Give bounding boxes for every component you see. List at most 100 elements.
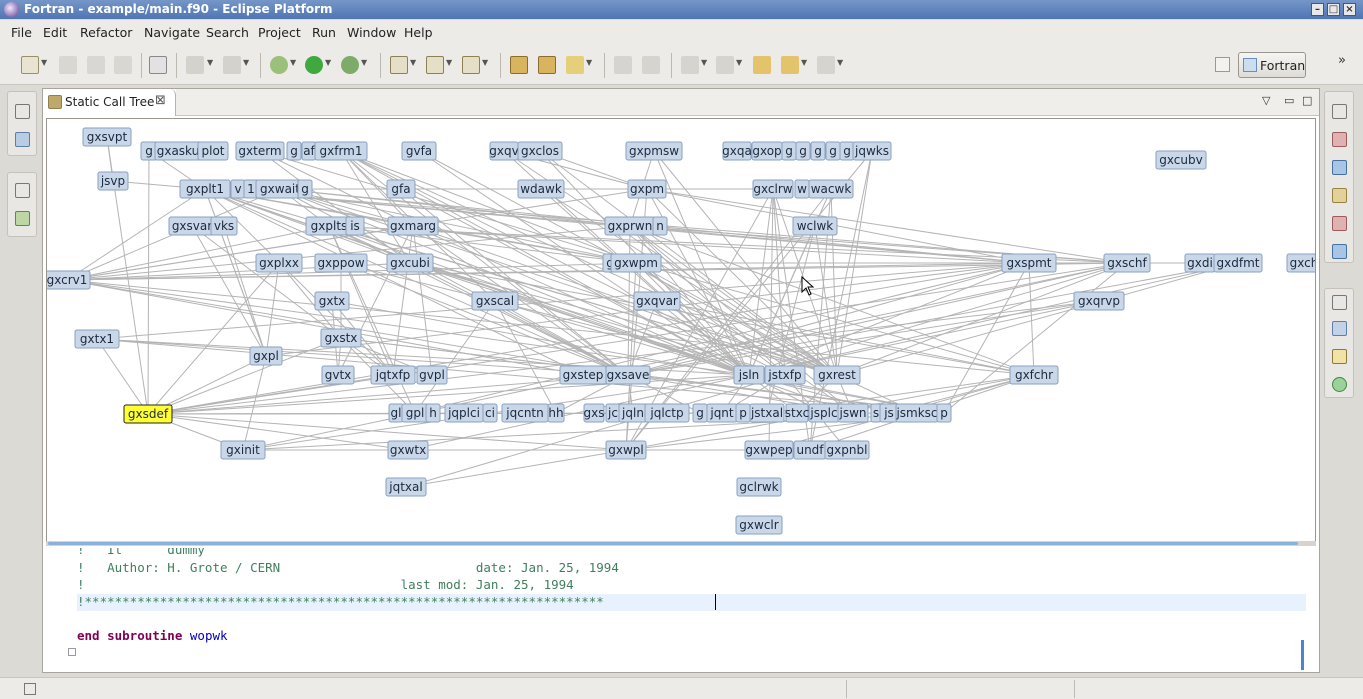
call-node-p[interactable]: p bbox=[936, 403, 952, 423]
fast-view-icon[interactable] bbox=[24, 683, 36, 695]
call-node-gxscal[interactable]: gxscal bbox=[471, 291, 519, 311]
clean-icon[interactable] bbox=[223, 56, 241, 74]
open-perspective-icon[interactable] bbox=[1215, 57, 1230, 72]
new-fortran-project-icon[interactable] bbox=[390, 56, 408, 74]
call-node-gxqrvp[interactable]: gxqrvp bbox=[1073, 291, 1125, 311]
call-node-gxterm[interactable]: gxterm bbox=[235, 141, 285, 161]
minimize-view-icon[interactable]: ▭ bbox=[1284, 94, 1295, 107]
call-node-box[interactable] bbox=[370, 365, 416, 385]
call-node-gxwait[interactable]: gxwait bbox=[255, 179, 305, 199]
call-node-box[interactable] bbox=[314, 253, 368, 273]
call-node-box[interactable] bbox=[401, 141, 437, 161]
code-editor[interactable]: ! It dummy ! Author: H. Grote / CERN dat… bbox=[46, 548, 1306, 670]
call-node-box[interactable] bbox=[320, 328, 362, 348]
call-node-box[interactable] bbox=[314, 141, 368, 161]
call-node-gxppow[interactable]: gxppow bbox=[314, 253, 368, 273]
call-node-gxpm[interactable]: gxpm bbox=[627, 179, 667, 199]
call-node-gxclrw[interactable]: gxclrw bbox=[752, 179, 794, 199]
call-node-box[interactable] bbox=[286, 141, 302, 161]
forward-arrow-icon[interactable] bbox=[817, 56, 835, 74]
call-node-gxclos[interactable]: gxclos bbox=[517, 141, 563, 161]
call-node-jqtxal[interactable]: jqtxal bbox=[385, 477, 427, 497]
call-node-box[interactable] bbox=[1155, 150, 1207, 170]
call-node-box[interactable] bbox=[387, 440, 429, 460]
call-node-box[interactable] bbox=[792, 216, 838, 236]
restore-icon[interactable] bbox=[1332, 104, 1347, 119]
call-node-gxcubi[interactable]: gxcubi bbox=[386, 253, 434, 273]
overview-ruler-mark[interactable] bbox=[1301, 640, 1304, 670]
menu-window[interactable]: Window bbox=[347, 25, 397, 40]
call-node-box[interactable] bbox=[1103, 253, 1151, 273]
call-node-box[interactable] bbox=[416, 365, 448, 385]
call-node-box[interactable] bbox=[610, 253, 662, 273]
call-node-gxplxx[interactable]: gxplxx bbox=[255, 253, 303, 273]
problems-icon[interactable] bbox=[1332, 132, 1347, 147]
call-node-box[interactable] bbox=[852, 141, 892, 161]
call-node-box[interactable] bbox=[764, 365, 806, 385]
call-node-gvfa[interactable]: gvfa bbox=[401, 141, 437, 161]
call-node-box[interactable] bbox=[1009, 365, 1059, 385]
chevron-down-icon[interactable]: ▼ bbox=[41, 58, 48, 67]
call-node-jswn[interactable]: jswn bbox=[837, 403, 869, 423]
call-node-g[interactable]: g bbox=[297, 179, 313, 199]
restore-icon[interactable] bbox=[1332, 295, 1347, 310]
chevron-down-icon[interactable]: ▼ bbox=[290, 58, 297, 67]
call-node-jqln[interactable]: jqln bbox=[618, 403, 648, 423]
call-node-box[interactable] bbox=[387, 216, 439, 236]
chevron-down-icon[interactable]: ▼ bbox=[482, 58, 489, 67]
print-icon[interactable] bbox=[114, 56, 132, 74]
call-node-gxinit[interactable]: gxinit bbox=[220, 440, 266, 460]
binary-icon[interactable] bbox=[149, 56, 167, 74]
call-node-box[interactable] bbox=[583, 403, 605, 423]
call-node-box[interactable] bbox=[627, 179, 667, 199]
call-node-box[interactable] bbox=[752, 179, 794, 199]
call-node-gxmarg[interactable]: gxmarg bbox=[387, 216, 439, 236]
close-icon[interactable]: ⊠ bbox=[155, 93, 166, 108]
static-call-tree-icon[interactable] bbox=[1332, 349, 1347, 364]
call-node-n[interactable]: n bbox=[652, 216, 668, 236]
call-node-jqcntn[interactable]: jqcntn bbox=[501, 403, 549, 423]
call-node-box[interactable] bbox=[425, 403, 441, 423]
call-node-box[interactable] bbox=[722, 141, 752, 161]
call-node-box[interactable] bbox=[235, 141, 285, 161]
call-node-gxtx[interactable]: gxtx bbox=[314, 291, 350, 311]
call-node-box[interactable] bbox=[82, 127, 132, 147]
call-node-gxprwn[interactable]: gxprwn bbox=[604, 216, 656, 236]
call-node-jqtxfp[interactable]: jqtxfp bbox=[370, 365, 416, 385]
call-node-jqlctp[interactable]: jqlctp bbox=[644, 403, 690, 423]
toolbar-overflow-chevron-icon[interactable]: » bbox=[1338, 53, 1346, 68]
next-annotation-icon[interactable] bbox=[681, 56, 699, 74]
call-node-box[interactable] bbox=[744, 440, 794, 460]
call-node-box[interactable] bbox=[1073, 291, 1125, 311]
call-node-box[interactable] bbox=[482, 403, 498, 423]
call-node-g[interactable]: g bbox=[286, 141, 302, 161]
call-node-is[interactable]: is bbox=[345, 216, 365, 236]
call-node-gxpnbl[interactable]: gxpnbl bbox=[824, 440, 870, 460]
call-node-box[interactable] bbox=[517, 141, 563, 161]
scrollbar-thumb[interactable] bbox=[48, 542, 1298, 545]
call-node-box[interactable] bbox=[733, 365, 765, 385]
call-node-gxcubv[interactable]: gxcubv bbox=[1155, 150, 1207, 170]
menu-refactor[interactable]: Refactor bbox=[80, 25, 133, 40]
build-hammer-icon[interactable] bbox=[186, 56, 204, 74]
call-node-box[interactable] bbox=[471, 291, 519, 311]
call-node-box[interactable] bbox=[385, 477, 427, 497]
call-node-wdawk[interactable]: wdawk bbox=[517, 179, 565, 199]
call-node-box[interactable] bbox=[1001, 253, 1057, 273]
call-node-g[interactable]: g bbox=[810, 141, 826, 161]
call-node-gxsvar[interactable]: gxsvar bbox=[168, 216, 216, 236]
new-folder-icon[interactable] bbox=[426, 56, 444, 74]
call-node-gclrwk[interactable]: gclrwk bbox=[736, 477, 782, 497]
call-node-jqplci[interactable]: jqplci bbox=[444, 403, 484, 423]
call-node-g[interactable]: g bbox=[781, 141, 797, 161]
chevron-down-icon[interactable]: ▼ bbox=[736, 58, 743, 67]
call-node-gxwtx[interactable]: gxwtx bbox=[387, 440, 429, 460]
call-node-jc[interactable]: jc bbox=[605, 403, 621, 423]
call-node-jqnt[interactable]: jqnt bbox=[706, 403, 738, 423]
call-node-box[interactable] bbox=[735, 515, 783, 535]
search-results-icon[interactable] bbox=[1332, 188, 1347, 203]
call-node-gvpl[interactable]: gvpl bbox=[416, 365, 448, 385]
debug-bug-icon[interactable] bbox=[270, 56, 288, 74]
call-node-box[interactable] bbox=[197, 141, 229, 161]
